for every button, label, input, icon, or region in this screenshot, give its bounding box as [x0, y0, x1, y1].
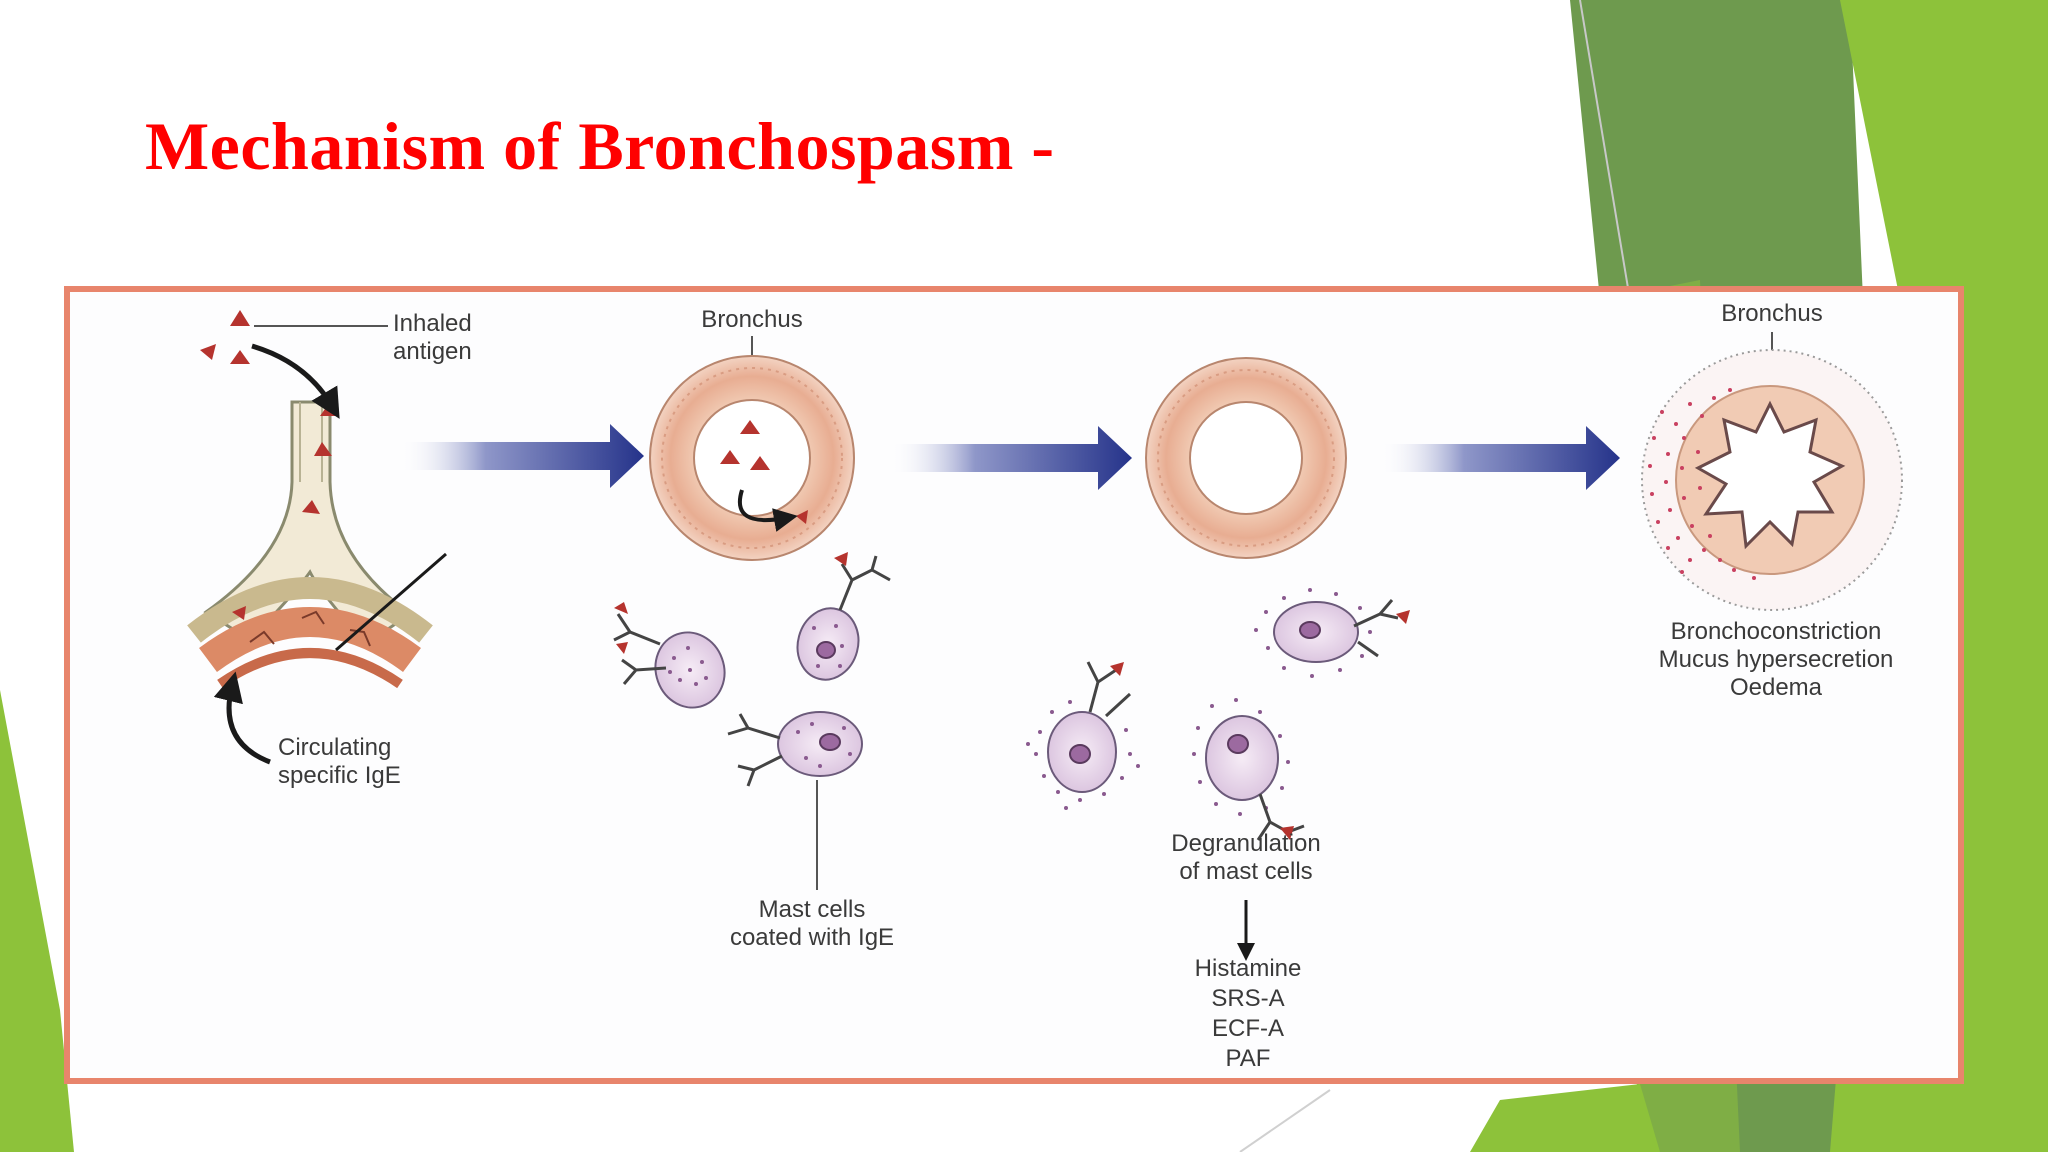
slide-guide-line-bottom	[1239, 1089, 1331, 1152]
effect-mucus-hypersecretion: Mucus hypersecretion	[1658, 646, 1894, 673]
degranulating-mast-cell-1	[1026, 661, 1140, 810]
mediators-list: Histamine SRS-A ECF-A PAF	[1195, 954, 1302, 1074]
flow-arrow-1	[400, 424, 644, 488]
mediator-srs-a: SRS-A	[1211, 985, 1285, 1012]
bronchus-cross-section-2	[649, 355, 855, 561]
airway-bifurcation	[187, 400, 447, 689]
mediator-histamine: Histamine	[1194, 955, 1302, 982]
mast-cell-1	[613, 602, 726, 709]
degranulation-label: Degranulation of mast cells	[1171, 830, 1321, 885]
flow-arrow-3	[1380, 426, 1620, 490]
bottom-green-accent	[1470, 1084, 1660, 1152]
effect-oedema: Oedema	[1729, 674, 1823, 701]
bronchus-label-2: Bronchus	[701, 306, 803, 333]
diagram-frame: Inhaled antigen Circulating specific IgE…	[64, 286, 1964, 1084]
effects-list: Bronchoconstriction Mucus hypersecretion…	[1659, 618, 1894, 702]
mast-cell-2	[796, 552, 891, 681]
degranulating-mast-cell-3	[1192, 698, 1305, 841]
degranulating-mast-cell-2	[1254, 588, 1410, 678]
ige-circulation-arrow	[213, 671, 271, 765]
mediator-paf: PAF	[1225, 1045, 1271, 1072]
mediator-ecf-a: ECF-A	[1211, 1015, 1284, 1042]
mast-cell-3	[727, 711, 863, 787]
antigen-inhalation-arrow	[251, 343, 340, 419]
effect-bronchoconstriction: Bronchoconstriction	[1670, 618, 1882, 645]
bronchus-cross-section-3	[1145, 357, 1347, 559]
mast-cells-label: Mast cells coated with IgE	[729, 896, 895, 951]
bronchus-label-4: Bronchus	[1721, 300, 1823, 327]
inhaled-antigen-label: Inhaled antigen	[393, 310, 472, 365]
constricted-bronchus	[1641, 349, 1903, 611]
left-green-accent	[0, 690, 74, 1152]
flow-arrow-2	[890, 426, 1132, 490]
circulating-ige-label: Circulating specific IgE	[278, 734, 401, 789]
slide-title: Mechanism of Bronchospasm -	[145, 108, 1055, 184]
bronchospasm-diagram	[187, 310, 1903, 961]
vessel-pointer-line	[335, 552, 447, 652]
slide-guide-line	[1579, 0, 1631, 301]
